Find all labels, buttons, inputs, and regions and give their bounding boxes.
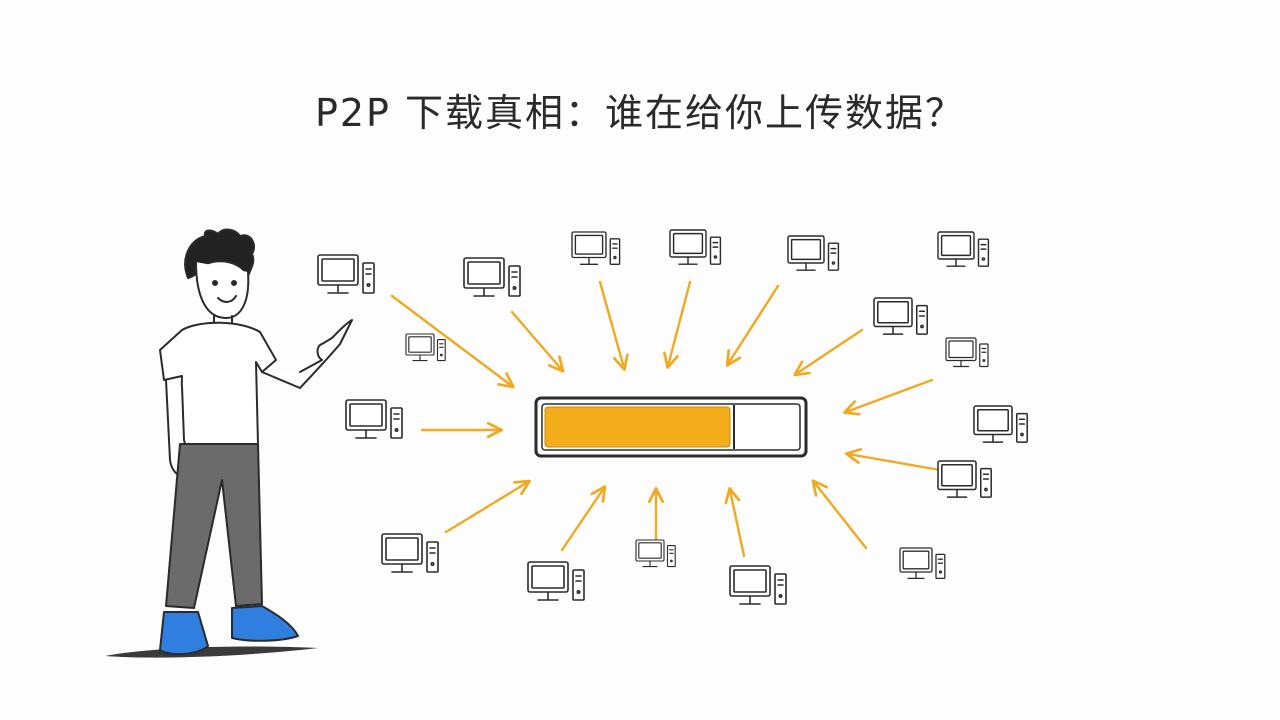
- desktop-computer-icon: [571, 231, 621, 265]
- upload-arrow: [510, 310, 565, 373]
- download-progress-bar: [534, 396, 808, 458]
- desktop-computer-icon: [463, 257, 521, 297]
- pointing-arm: [261, 319, 353, 389]
- desktop-computer-icon: [381, 533, 439, 573]
- desktop-computer-icon: [345, 399, 403, 439]
- upload-arrow: [843, 378, 934, 416]
- face: [195, 261, 250, 319]
- desktop-computer-icon: [317, 254, 375, 294]
- upload-arrow: [811, 479, 868, 550]
- eye-left: [212, 280, 218, 286]
- desktop-computer-icon: [873, 297, 928, 335]
- desktop-computer-icon: [669, 229, 722, 265]
- upload-arrows: [390, 280, 942, 558]
- desktop-computer-icon: [973, 405, 1028, 443]
- desktop-computer-icon: [635, 539, 676, 568]
- smile: [217, 295, 237, 303]
- upload-arrow: [390, 294, 515, 389]
- peer-computers: [317, 229, 1028, 605]
- ground-shadow: [105, 646, 318, 658]
- upload-arrow: [598, 280, 629, 371]
- left-shoe: [159, 611, 209, 656]
- page-title: P2P 下载真相：谁在给你上传数据？: [314, 91, 966, 135]
- right-shoe: [231, 605, 299, 642]
- desktop-computer-icon: [405, 333, 446, 362]
- progress-inner-track: [541, 403, 801, 451]
- desktop-computer-icon: [937, 460, 992, 498]
- person-illustration: [105, 228, 353, 658]
- upload-arrow: [845, 448, 942, 472]
- upload-arrow: [793, 328, 864, 377]
- upload-arrow: [560, 485, 607, 552]
- eye-right: [231, 280, 237, 286]
- upload-arrow: [663, 280, 692, 369]
- upload-arrow: [444, 479, 531, 534]
- desktop-computer-icon: [527, 561, 585, 601]
- desktop-computer-icon: [937, 231, 990, 267]
- upload-arrow: [724, 487, 746, 558]
- desktop-computer-icon: [945, 337, 989, 368]
- desktop-computer-icon: [899, 547, 946, 580]
- upload-arrow: [725, 284, 780, 367]
- pants: [165, 443, 263, 609]
- progress-fill: [544, 406, 731, 448]
- desktop-computer-icon: [787, 235, 840, 271]
- desktop-computer-icon: [729, 565, 787, 605]
